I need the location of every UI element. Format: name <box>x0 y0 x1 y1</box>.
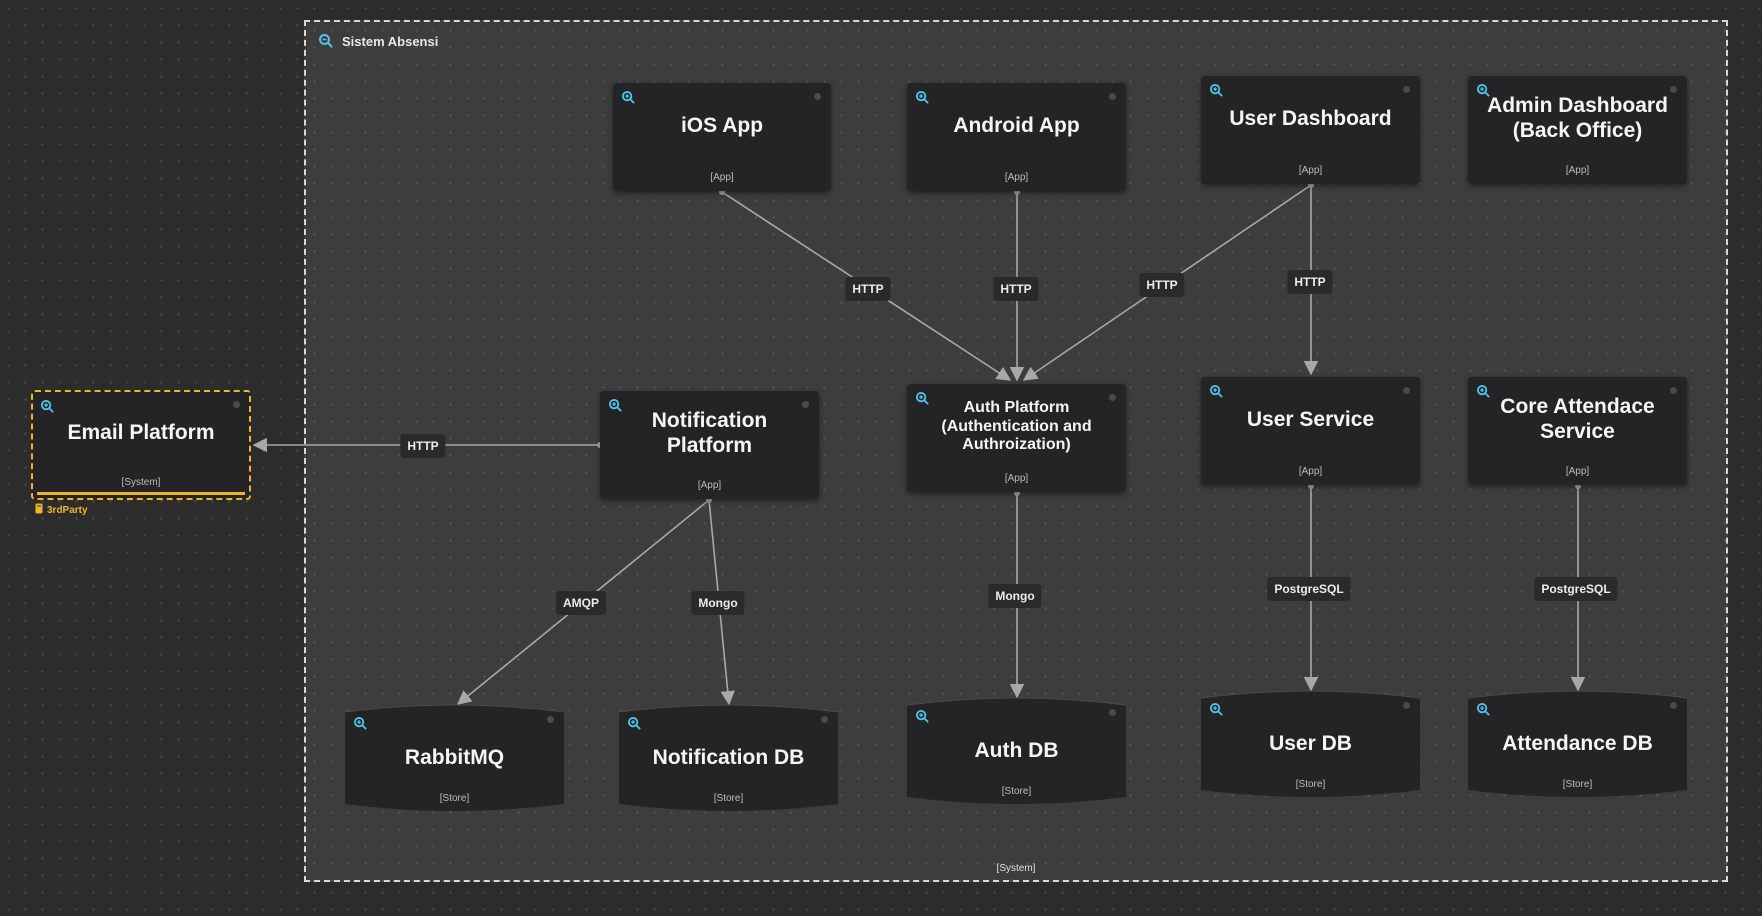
edge-label-android-auth[interactable]: HTTP <box>993 277 1039 301</box>
edge-label-user-db[interactable]: PostgreSQL <box>1267 577 1351 601</box>
status-dot <box>1670 86 1677 93</box>
node-title: User DB <box>1269 732 1352 755</box>
zoom-icon[interactable] <box>621 90 636 110</box>
node-title: Email Platform <box>67 421 215 444</box>
node-tag: [App] <box>710 172 734 183</box>
system-tag: [System] <box>996 863 1036 874</box>
email-platform-node[interactable]: Email Platform [System] <box>31 390 251 500</box>
status-dot <box>1109 93 1116 100</box>
node-tag: [App] <box>1298 466 1323 477</box>
auth-db-store-node[interactable]: Auth DB [Store] <box>907 697 1126 807</box>
zoom-icon[interactable] <box>915 90 930 110</box>
core-attendance-node[interactable]: Core Attendace Service [App] <box>1468 377 1687 485</box>
user-db-store-node[interactable]: User DB [Store] <box>1201 690 1420 800</box>
attendance-db-store-node[interactable]: Attendance DB [Store] <box>1468 690 1687 800</box>
zoom-icon[interactable] <box>318 33 334 54</box>
system-title: Sistem Absensi <box>342 34 439 49</box>
node-title: Notification DB <box>652 746 805 769</box>
status-dot <box>1670 387 1677 394</box>
ios-app-node[interactable]: iOS App [App] <box>613 83 831 191</box>
status-dot <box>814 93 821 100</box>
zoom-icon[interactable] <box>1209 702 1224 722</box>
node-tag: [App] <box>1004 473 1029 484</box>
edge-label-notif-db[interactable]: Mongo <box>691 591 745 615</box>
node-tag: [App] <box>1565 165 1590 176</box>
edge-label-notif-rabbit[interactable]: AMQP <box>556 591 606 615</box>
notification-db-store-node[interactable]: Notification DB [Store] <box>619 704 838 814</box>
zoom-icon[interactable] <box>353 716 368 736</box>
status-dot <box>1403 86 1410 93</box>
node-tag: [App] <box>1298 165 1323 176</box>
user-service-node[interactable]: User Service [App] <box>1201 377 1420 485</box>
status-dot <box>1670 702 1677 709</box>
node-tag: [Store] <box>1001 786 1032 797</box>
zoom-icon[interactable] <box>1476 83 1491 103</box>
node-title: Auth Platform (Authentication and Authro… <box>941 398 1092 454</box>
thirdparty-bar <box>37 492 245 495</box>
thirdparty-badge: 3rdParty <box>35 503 88 517</box>
zoom-icon[interactable] <box>915 391 930 411</box>
tag-icon <box>35 503 43 517</box>
edge-label-notif-email[interactable]: HTTP <box>400 434 446 458</box>
status-dot <box>233 401 240 408</box>
node-title: Android App <box>953 113 1080 137</box>
status-dot <box>1109 394 1116 401</box>
status-dot <box>1403 702 1410 709</box>
node-title: User Dashboard <box>1229 106 1392 130</box>
edge-label-attendance-db[interactable]: PostgreSQL <box>1534 577 1618 601</box>
edge-label-ios-auth[interactable]: HTTP <box>845 277 891 301</box>
status-dot <box>802 401 809 408</box>
node-tag: [App] <box>1565 466 1590 477</box>
status-dot <box>547 716 554 723</box>
zoom-icon[interactable] <box>1476 384 1491 404</box>
edge-label-auth-db[interactable]: Mongo <box>988 584 1042 608</box>
admin-dashboard-node[interactable]: Admin Dashboard (Back Office) [App] <box>1468 76 1687 184</box>
node-title: Core Attendace Service <box>1500 395 1655 443</box>
zoom-icon[interactable] <box>608 398 623 418</box>
edge-label-dashboard-auth[interactable]: HTTP <box>1139 273 1185 297</box>
node-tag: [Store] <box>439 793 470 804</box>
notification-platform-node[interactable]: Notification Platform [App] <box>600 391 819 499</box>
user-dashboard-node[interactable]: User Dashboard [App] <box>1201 76 1420 184</box>
node-title: RabbitMQ <box>404 746 505 769</box>
node-title: Admin Dashboard (Back Office) <box>1487 94 1668 142</box>
node-tag: [Store] <box>1295 779 1326 790</box>
zoom-icon[interactable] <box>1476 702 1491 722</box>
android-app-node[interactable]: Android App [App] <box>907 83 1126 191</box>
node-tag: [App] <box>1004 172 1029 183</box>
node-title: Auth DB <box>974 739 1059 762</box>
auth-platform-node[interactable]: Auth Platform (Authentication and Authro… <box>907 384 1126 492</box>
node-tag: [Store] <box>713 793 744 804</box>
rabbitmq-store-node[interactable]: RabbitMQ [Store] <box>345 704 564 814</box>
node-title: Notification Platform <box>651 409 768 457</box>
status-dot <box>1403 387 1410 394</box>
node-title: iOS App <box>680 113 764 137</box>
node-title: Attendance DB <box>1502 732 1653 755</box>
status-dot <box>1109 709 1116 716</box>
zoom-icon[interactable] <box>1209 83 1224 103</box>
badge-label: 3rdParty <box>47 504 88 516</box>
zoom-icon[interactable] <box>1209 384 1224 404</box>
node-title: User Service <box>1246 407 1375 431</box>
status-dot <box>821 716 828 723</box>
node-tag: [Store] <box>1562 779 1593 790</box>
node-tag: [System] <box>121 477 161 488</box>
zoom-icon[interactable] <box>915 709 930 729</box>
edge-label-dashboard-userservice[interactable]: HTTP <box>1287 270 1333 294</box>
zoom-icon[interactable] <box>40 399 55 419</box>
zoom-icon[interactable] <box>627 716 642 736</box>
node-tag: [App] <box>697 480 722 491</box>
